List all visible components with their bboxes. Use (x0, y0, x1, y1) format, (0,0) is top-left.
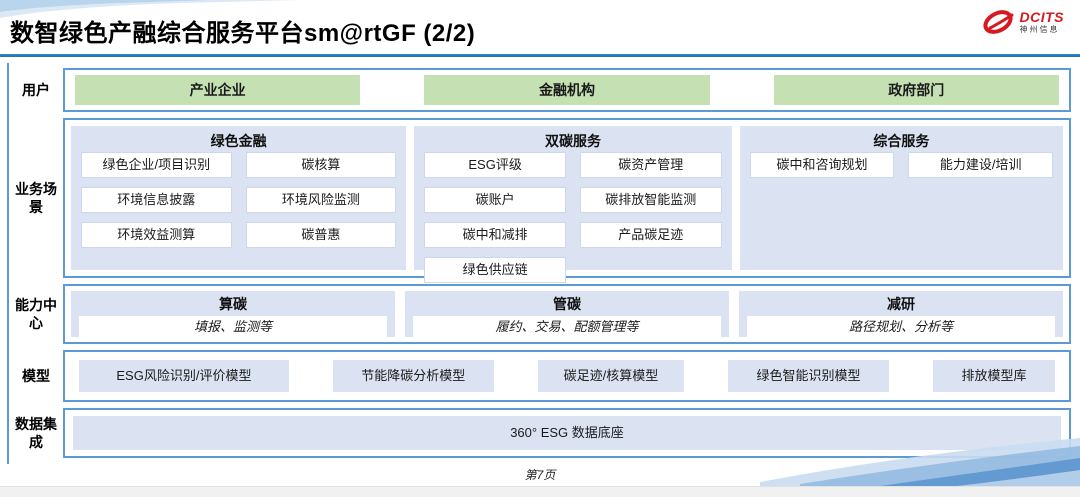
scenario-item: 绿色供应链 (424, 257, 566, 283)
scenario-item: 碳账户 (424, 187, 566, 213)
logo-brand: DCITS (1019, 9, 1064, 25)
panel-comprehensive: 综合服务 碳中和咨询规划 能力建设/培训 (739, 126, 1063, 270)
scenario-item: 碳普惠 (245, 222, 397, 248)
scenario-item: 碳核算 (245, 152, 397, 178)
users-box: 产业企业 金融机构 政府部门 (63, 68, 1071, 112)
scenario-item: 能力建设/培训 (908, 152, 1053, 178)
user-chip-finance: 金融机构 (424, 75, 710, 105)
model-chip: 绿色智能识别模型 (728, 360, 890, 392)
page-number: 第7页 (524, 468, 556, 482)
panel-title-dual-carbon: 双碳服务 (544, 133, 601, 149)
row-models: 模型 ESG风险识别/评价模型 节能降碳分析模型 碳足迹/核算模型 绿色智能识别… (9, 350, 1080, 402)
scenario-item: 碳资产管理 (579, 152, 722, 178)
slide-header: 数智绿色产融综合服务平台sm@rtGF (2/2) DCITS 神州信息 (0, 0, 1080, 57)
row-label-scenarios: 业务场景 (15, 180, 57, 215)
scenario-item: 环境信息披露 (81, 187, 232, 213)
panel-title-green-finance: 绿色金融 (210, 133, 267, 149)
row-label-users: 用户 (22, 81, 50, 98)
page-title: 数智绿色产融综合服务平台sm@rtGF (2/2) (10, 20, 476, 47)
capability-detail: 填报、监测等 (79, 316, 387, 338)
panel-dual-carbon: 双碳服务 ESG评级 碳资产管理 碳账户 碳排放智能监测 碳中和减排 产品碳足迹… (414, 126, 732, 283)
dual-carbon-grid: ESG评级 碳资产管理 碳账户 碳排放智能监测 碳中和减排 产品碳足迹 绿色供应… (424, 152, 722, 283)
capabilities-box: 算碳 填报、监测等 管碳 履约、交易、配额管理等 减研 路径规划、分析等 (63, 284, 1071, 344)
capability-panel-reduce: 减研 路径规划、分析等 (739, 291, 1063, 338)
data-integration-box: 360° ESG 数据底座 (63, 408, 1071, 458)
model-chip: 节能降碳分析模型 (332, 360, 494, 392)
scenario-item: 碳中和咨询规划 (749, 152, 895, 178)
row-label-data-integration: 数据集成 (15, 415, 57, 450)
logo-text: DCITS 神州信息 (1020, 10, 1065, 34)
dcits-swoosh-icon (982, 10, 1013, 34)
model-chip: 碳足迹/核算模型 (537, 360, 685, 392)
models-box: ESG风险识别/评价模型 节能降碳分析模型 碳足迹/核算模型 绿色智能识别模型 … (63, 350, 1071, 402)
capability-title: 算碳 (219, 296, 247, 312)
capability-detail: 路径规划、分析等 (747, 316, 1055, 338)
panel-title-comprehensive: 综合服务 (873, 133, 930, 149)
title-underline (0, 54, 1080, 57)
row-capabilities: 能力中心 算碳 填报、监测等 管碳 履约、交易、配额管理等 减研 路径规划、分析… (9, 284, 1080, 344)
comprehensive-grid: 碳中和咨询规划 能力建设/培训 (749, 152, 1053, 178)
row-data-integration: 数据集成 360° ESG 数据底座 (9, 408, 1080, 458)
scenario-item: 环境效益测算 (81, 222, 232, 248)
capability-title: 减研 (887, 296, 915, 312)
scenario-item: 绿色企业/项目识别 (81, 152, 232, 178)
row-users: 用户 产业企业 金融机构 政府部门 (9, 68, 1080, 112)
dcits-logo: DCITS 神州信息 (982, 8, 1065, 36)
green-finance-grid: 绿色企业/项目识别 碳核算 环境信息披露 环境风险监测 环境效益测算 碳普惠 (81, 152, 397, 248)
model-chip: 排放模型库 (932, 360, 1055, 392)
user-chip-industry: 产业企业 (75, 75, 361, 105)
row-label-models: 模型 (22, 367, 50, 384)
logo-company: 神州信息 (1019, 25, 1060, 34)
scenario-item: 碳排放智能监测 (579, 187, 722, 213)
footer-strip (0, 486, 1080, 497)
panel-green-finance: 绿色金融 绿色企业/项目识别 碳核算 环境信息披露 环境风险监测 环境效益测算 … (71, 126, 407, 270)
scenarios-box: 绿色金融 绿色企业/项目识别 碳核算 环境信息披露 环境风险监测 环境效益测算 … (63, 118, 1071, 283)
scenario-item: 碳中和减排 (424, 222, 566, 248)
user-chip-government: 政府部门 (773, 75, 1059, 105)
model-chip: ESG风险识别/评价模型 (79, 360, 289, 392)
capability-title: 管碳 (553, 296, 581, 312)
capability-detail: 履约、交易、配额管理等 (413, 316, 721, 338)
architecture-diagram: 用户 产业企业 金融机构 政府部门 业务场景 绿色金融 绿色企业/项目识别 碳核… (7, 63, 1080, 464)
row-scenarios: 业务场景 绿色金融 绿色企业/项目识别 碳核算 环境信息披露 环境风险监测 环境… (9, 118, 1080, 283)
row-label-capabilities: 能力中心 (15, 296, 57, 331)
scenario-item: ESG评级 (424, 152, 566, 178)
scenario-item: 环境风险监测 (245, 187, 397, 213)
capability-panel-calc: 算碳 填报、监测等 (71, 291, 395, 338)
capability-panel-manage: 管碳 履约、交易、配额管理等 (405, 291, 729, 338)
data-foundation-chip: 360° ESG 数据底座 (73, 416, 1061, 450)
scenario-item: 产品碳足迹 (579, 222, 722, 248)
